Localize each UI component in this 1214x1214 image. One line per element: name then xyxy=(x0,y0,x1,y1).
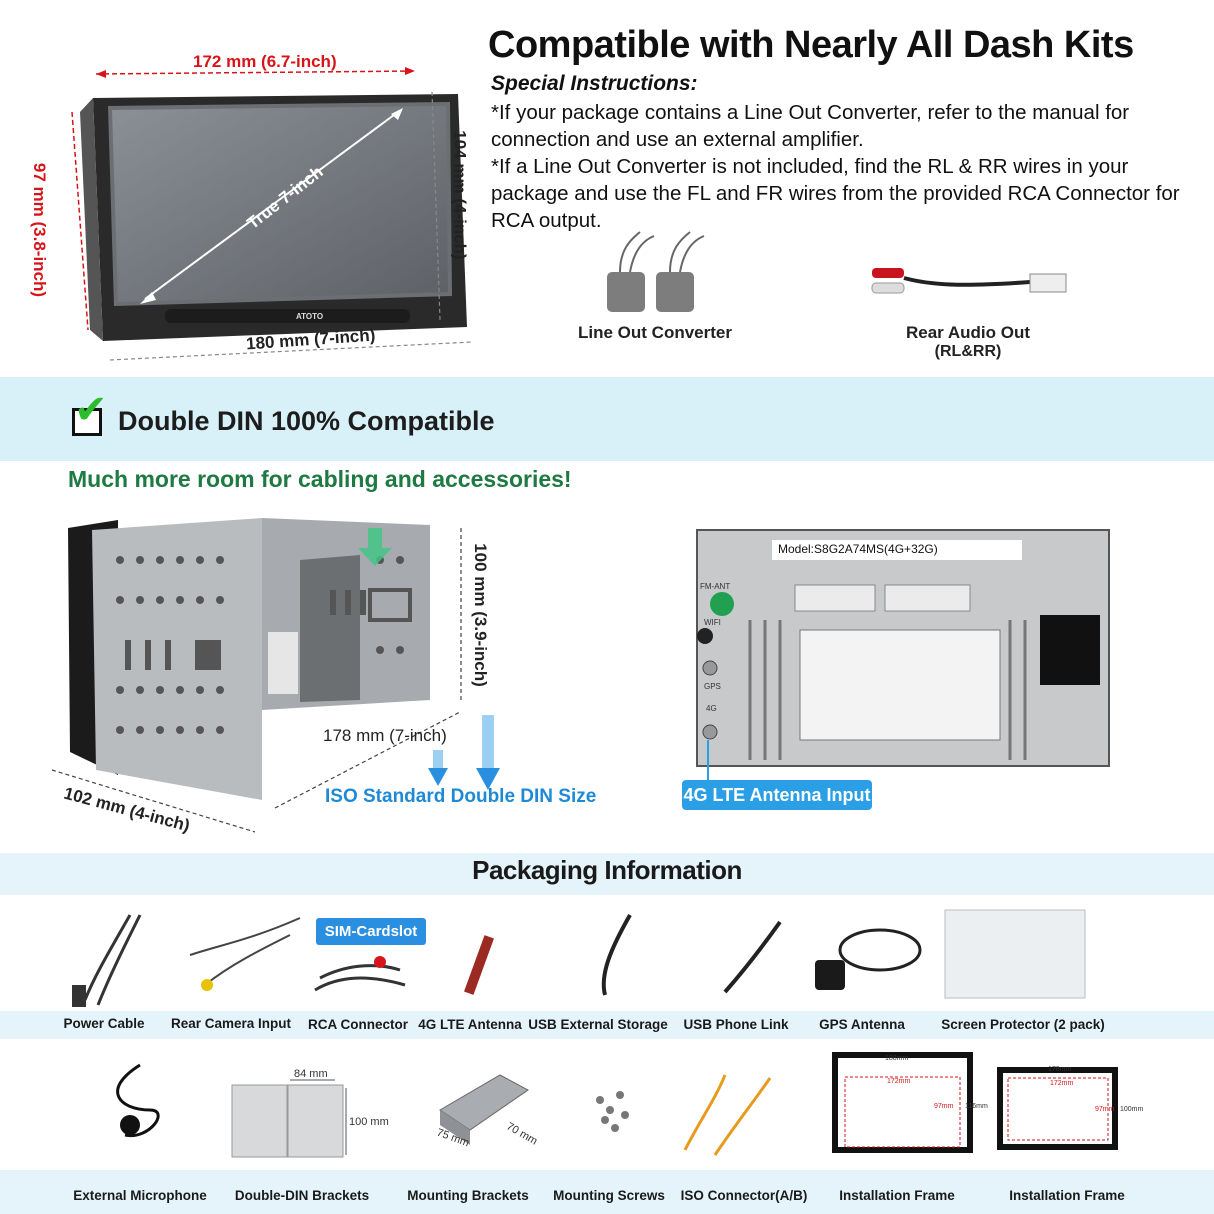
rear-audio-label: Rear Audio Out xyxy=(905,323,1031,342)
lte-antenna-input-badge: 4G LTE Antenna Input xyxy=(682,780,872,810)
din-cage-image xyxy=(68,518,430,800)
instruction-1: *If your package contains a Line Out Con… xyxy=(491,101,1130,151)
pkg-usb-phone: USB Phone Link xyxy=(683,1017,789,1032)
gps-antenna-image xyxy=(815,928,922,990)
din-band xyxy=(0,377,1214,461)
power-cable-image xyxy=(83,914,142,1006)
line-out-converter-image xyxy=(607,231,705,312)
frame2-width: 178mm xyxy=(1048,1066,1072,1073)
frame1-inner-width: 172mm xyxy=(887,1078,911,1085)
pkg-iso-connector: ISO Connector(A/B) xyxy=(680,1188,808,1203)
bracket-width-label: 84 mm xyxy=(294,1068,328,1080)
frame1-width: 188mm xyxy=(885,1055,909,1062)
pkg-gps-antenna: GPS Antenna xyxy=(819,1017,905,1032)
din-subtitle: Much more room for cabling and accessori… xyxy=(68,466,572,492)
mounting-bracket-image xyxy=(439,1074,529,1145)
pkg-usb-storage: USB External Storage xyxy=(528,1017,668,1032)
row1-label-band xyxy=(0,1011,1214,1039)
pkg-power-cable: Power Cable xyxy=(63,1016,145,1031)
dim-din-width: 178 mm (7-inch) xyxy=(323,726,447,745)
page-title: Compatible with Nearly All Dash Kits xyxy=(488,24,1134,66)
microphone-image xyxy=(116,1063,160,1138)
brand-logo: ATOTO xyxy=(296,312,324,321)
usb-phone-image xyxy=(723,920,782,994)
row2-label-band xyxy=(0,1170,1214,1214)
port-fm: FM-ANT xyxy=(700,582,731,591)
packaging-title: Packaging Information xyxy=(472,855,742,885)
model-label: Model:S8G2A74MS(4G+32G) xyxy=(778,542,938,556)
frame2-inner-width: 172mm xyxy=(1050,1080,1074,1087)
bracket-image-a xyxy=(231,1084,288,1158)
dim-width-top: 172 mm (6.7-inch) xyxy=(193,52,337,71)
pkg-mounting-brackets: Mounting Brackets xyxy=(407,1188,529,1203)
rear-camera-image xyxy=(189,917,301,986)
checkmark-icon: ✔ xyxy=(74,388,108,432)
line-out-label: Line Out Converter xyxy=(578,323,732,342)
frame-2-image xyxy=(997,1067,1118,1150)
frame-1-image xyxy=(832,1052,973,1153)
rear-audio-sub: (RL&RR) xyxy=(934,343,1002,360)
pkg-lte-antenna: 4G LTE Antenna xyxy=(418,1017,522,1032)
frame2-height: 100mm xyxy=(1120,1106,1144,1113)
bracket-image-b xyxy=(287,1084,344,1158)
instruction-2: *If a Line Out Converter is not included… xyxy=(491,155,1180,232)
rca-connector-image xyxy=(314,964,406,992)
dim-din-height: 100 mm (3.9-inch) xyxy=(470,543,490,687)
port-4g: 4G xyxy=(706,704,717,713)
packaging-band xyxy=(0,853,1214,895)
rca-red-plug xyxy=(374,956,386,968)
pkg-microphone: External Microphone xyxy=(73,1188,207,1203)
rear-audio-image xyxy=(871,268,1067,294)
checkbox-icon xyxy=(72,408,102,436)
iso-standard-label: ISO Standard Double DIN Size xyxy=(325,786,597,807)
rear-panel-image xyxy=(696,529,1110,767)
port-wifi: WIFI xyxy=(704,618,721,627)
pkg-install-frame-2: Installation Frame xyxy=(1009,1188,1125,1203)
pkg-screen-protector: Screen Protector (2 pack) xyxy=(941,1017,1105,1032)
dim-height-right: 104 mm (4-inch) xyxy=(450,130,470,260)
frame1-height: 116mm xyxy=(965,1103,988,1110)
din-title: Double DIN 100% Compatible xyxy=(118,406,495,436)
pkg-rear-camera: Rear Camera Input xyxy=(170,1016,292,1031)
rear-camera-plug xyxy=(201,979,213,991)
iso-connector-image xyxy=(683,1074,772,1156)
pkg-install-frame-1: Installation Frame xyxy=(839,1188,955,1203)
frame1-inner-height: 97mm xyxy=(934,1103,954,1110)
pkg-din-brackets: Double-DIN Brackets xyxy=(234,1188,370,1203)
power-cable-plug xyxy=(72,985,86,1007)
head-unit-image xyxy=(80,94,467,341)
bracket-height-label: 100 mm xyxy=(349,1116,389,1128)
lte-antenna-image xyxy=(464,935,494,995)
dim-height-left: 97 mm (3.8-inch) xyxy=(30,162,50,298)
usb-storage-image xyxy=(601,914,632,996)
pkg-rca-connector: RCA Connector xyxy=(308,1017,408,1032)
screen-protector-image xyxy=(944,909,1086,999)
screws-image xyxy=(596,1091,629,1132)
sim-cardslot-badge: SIM-Cardslot xyxy=(316,918,426,945)
pkg-mounting-screws: Mounting Screws xyxy=(553,1188,665,1203)
frame2-inner-height: 97mm xyxy=(1095,1106,1115,1113)
port-gps: GPS xyxy=(704,682,721,691)
special-instructions-heading: Special Instructions: xyxy=(491,72,698,95)
